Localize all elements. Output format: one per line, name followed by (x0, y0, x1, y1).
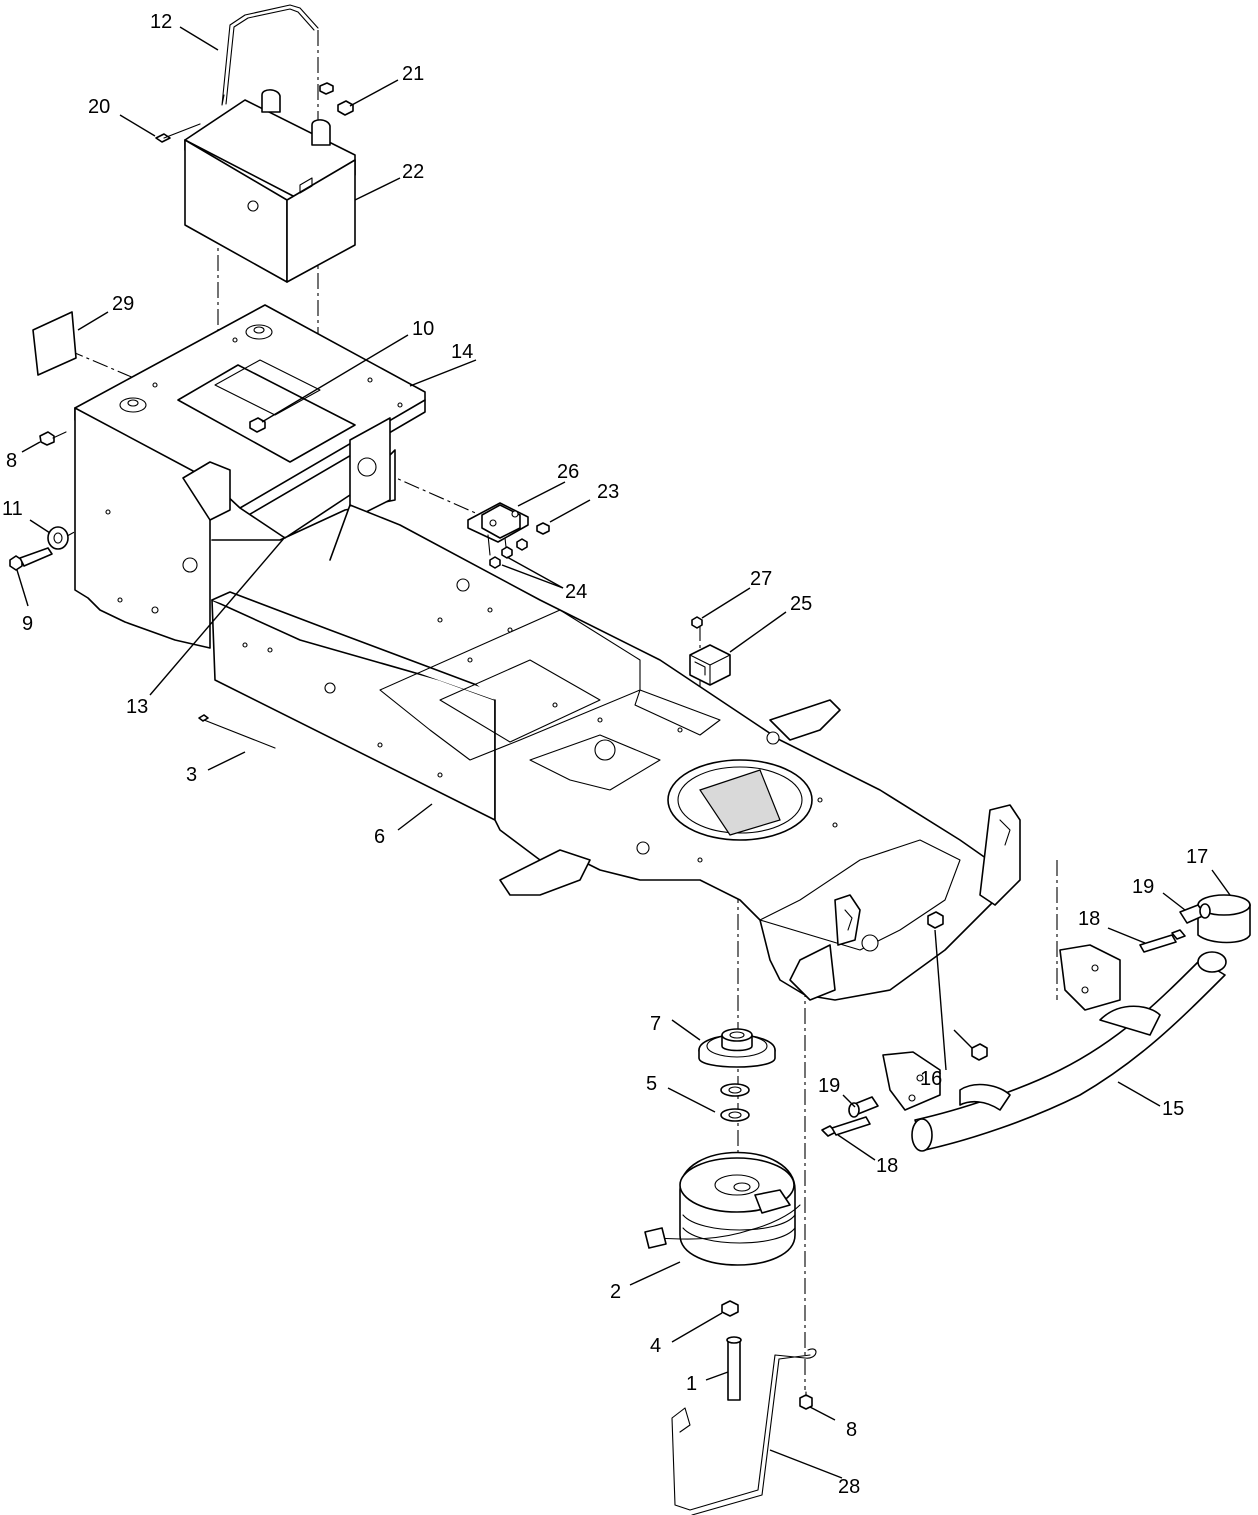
callout-18-lower: 18 (876, 1155, 898, 1177)
callout-21: 21 (402, 63, 424, 85)
callout-18-upper: 18 (1078, 908, 1100, 930)
cable-tie (198, 714, 276, 749)
nut-10 (249, 417, 266, 433)
bolt-8-bottom (799, 1391, 813, 1410)
callout-10: 10 (412, 318, 434, 340)
washers (720, 1083, 750, 1122)
axle-bracket-upper (1059, 944, 1121, 1011)
callout-15: 15 (1162, 1098, 1184, 1120)
clutch-bracket-rod (671, 1348, 817, 1515)
bushing-11 (47, 526, 69, 550)
callout-24: 24 (565, 581, 587, 603)
bolt-18-upper (1139, 929, 1186, 953)
callout-2: 2 (610, 1281, 621, 1303)
leader-lines (16, 26, 1231, 1479)
callout-28: 28 (838, 1476, 860, 1498)
bolt-20 (155, 123, 201, 143)
callout-9: 9 (22, 613, 33, 635)
callout-11: 11 (2, 498, 23, 520)
callout-16: 16 (920, 1068, 942, 1090)
callout-6: 6 (374, 826, 385, 848)
nut-4 (721, 1300, 739, 1317)
nut (319, 82, 334, 95)
callout-19-upper: 19 (1132, 876, 1154, 898)
electric-clutch (644, 1151, 801, 1266)
callout-13: 13 (126, 696, 148, 718)
bolt-18-lower (821, 1116, 871, 1137)
screw-27 (691, 616, 703, 629)
callout-20: 20 (88, 96, 110, 118)
frame-bracket-13 (182, 461, 231, 521)
bolt-1 (726, 1336, 742, 1401)
pin-19-upper (1179, 903, 1211, 924)
relay (689, 644, 731, 686)
bolt-9 (9, 547, 53, 571)
callout-19-lower: 19 (818, 1075, 840, 1097)
main-frame (211, 504, 1021, 1001)
callout-26: 26 (557, 461, 579, 483)
front-axle (911, 951, 1227, 1152)
solenoid (467, 502, 529, 557)
callout-labels: 12 21 20 22 29 10 14 8 11 9 26 23 24 27 … (2, 11, 1208, 1498)
callout-8-top: 8 (6, 450, 17, 472)
callout-4: 4 (650, 1335, 661, 1357)
callout-14: 14 (451, 341, 473, 363)
callout-12: 12 (150, 11, 172, 33)
battery (184, 89, 356, 283)
nut-21 (337, 100, 354, 116)
axle-bracket-lower (882, 1051, 941, 1111)
decal-29 (32, 311, 77, 376)
nut-16 (971, 1043, 988, 1061)
callout-22: 22 (402, 161, 424, 183)
callout-23: 23 (597, 481, 619, 503)
callout-1: 1 (686, 1373, 697, 1395)
callout-25: 25 (790, 593, 812, 615)
battery-hold-down-rod (221, 4, 319, 106)
callout-27: 27 (750, 568, 772, 590)
callout-7: 7 (650, 1013, 661, 1035)
nuts-24 (489, 546, 513, 569)
callout-3: 3 (186, 764, 197, 786)
callout-29: 29 (112, 293, 134, 315)
screw-23 (536, 522, 550, 535)
nut-16-frame (927, 911, 944, 929)
front-frame-box (74, 304, 426, 649)
pulley (698, 1028, 776, 1068)
pin-19-lower (848, 1096, 879, 1118)
callout-5: 5 (646, 1073, 657, 1095)
callout-8-bottom: 8 (846, 1419, 857, 1441)
bolt-8-top (39, 431, 67, 446)
bushing-17 (1197, 894, 1251, 944)
callout-17: 17 (1186, 846, 1208, 868)
